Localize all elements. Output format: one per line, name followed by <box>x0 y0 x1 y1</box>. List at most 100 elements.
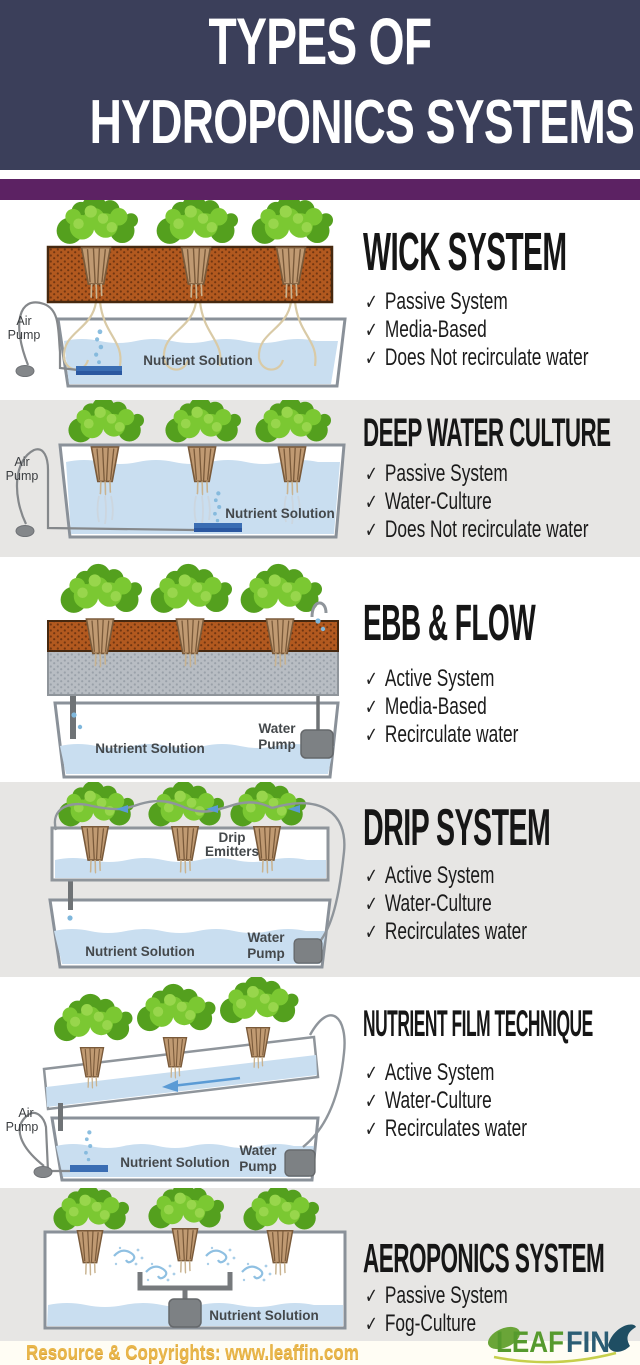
plant-icon <box>255 400 331 443</box>
feature-text: Recirculates water <box>384 1115 528 1142</box>
section-ebb-and-flow: Nutrient Solution Water Pump EBB & FLOW … <box>0 557 640 782</box>
water-drop <box>77 724 83 730</box>
plant-icon <box>54 993 133 1042</box>
feature-list: ✓Passive System ✓Fog-Culture <box>365 1282 563 1338</box>
ebb-info: EBB & FLOW ✓Active System ✓Media-Based ✓… <box>363 557 640 782</box>
feature-item: ✓Does Not recirculate water <box>365 516 588 544</box>
water-pump-label: Pump <box>247 946 285 961</box>
section-title: DEEP WATER CULTURE <box>363 411 611 455</box>
feature-text: Media-Based <box>384 693 487 720</box>
flood-table-layer <box>47 650 339 696</box>
page-header: TYPES OF HYDROPONICS SYSTEMS <box>0 0 640 170</box>
water-pump-icon <box>168 1298 202 1328</box>
feature-item: ✓Active System <box>365 862 527 890</box>
air-pump-label: Pump <box>6 469 39 483</box>
water-drop <box>71 712 77 718</box>
drip-info: DRIP SYSTEM ✓Active System ✓Water-Cultur… <box>363 782 640 977</box>
section-drip-system: Drip Emitters Nutrient Solution Water Pu… <box>0 782 640 977</box>
feature-text: Does Not recirculate water <box>384 344 589 371</box>
pump-tube <box>271 802 346 941</box>
feature-item: ✓Recirculate water <box>365 721 518 749</box>
section-title: DRIP SYSTEM <box>363 799 551 857</box>
feature-list: ✓ Active System ✓Water-Culture ✓ Recircula… <box>365 1059 590 1143</box>
feature-text: Fog-Culture <box>384 1310 477 1337</box>
feature-text: Media-Based <box>384 316 487 343</box>
air-stone-base <box>76 371 122 375</box>
feature-text: Water-Culture <box>384 890 492 917</box>
check-icon: ✓ <box>365 668 378 691</box>
air-pump-icon <box>15 365 35 377</box>
section-aeroponics-system: Nutrient Solution AEROPONICS SYSTEM ✓Pas… <box>0 1188 640 1341</box>
section-title: NUTRIENT FILM TECHNIQUE <box>363 1003 593 1044</box>
section-title: AEROPONICS SYSTEM <box>363 1235 605 1281</box>
check-icon: ✓ <box>365 921 378 944</box>
feature-item: ✓ Media-Based <box>365 693 518 721</box>
plant-icon <box>150 563 232 613</box>
plant-icon <box>156 200 238 244</box>
nft-info: NUTRIENT FILM TECHNIQUE ✓ Active System ✓… <box>363 977 640 1188</box>
feature-item: ✓Passive System <box>365 460 588 488</box>
plant-icon <box>220 977 299 1024</box>
water-drop <box>67 915 73 921</box>
plant-icon <box>243 1188 319 1231</box>
air-pump-label: Pump <box>6 1120 39 1134</box>
feature-item: ✓ Active System <box>365 1059 527 1087</box>
check-icon: ✓ <box>365 291 378 314</box>
nutrient-solution-label: Nutrient Solution <box>225 506 334 521</box>
feature-list: ✓Passive System ✓Water-Culture ✓Does Not… <box>365 460 640 544</box>
check-icon: ✓ <box>365 1118 378 1141</box>
nutrient-solution-water <box>56 1144 314 1177</box>
plant-icon <box>251 200 333 244</box>
check-icon: ✓ <box>365 347 378 370</box>
water-pump-icon <box>300 729 334 759</box>
feature-text: Active System <box>384 665 495 692</box>
aero-info: AEROPONICS SYSTEM ✓Passive System ✓Fog-C… <box>363 1188 640 1341</box>
logo-underline <box>493 1351 617 1364</box>
fish-tail-icon <box>608 1324 636 1352</box>
air-tube <box>18 1111 70 1173</box>
feature-text: Recirculate water <box>384 721 519 748</box>
feature-item: ✓Passive System <box>365 288 588 316</box>
feature-text: Water-Culture <box>384 488 492 515</box>
feature-text: Active System <box>384 862 495 889</box>
air-pump-icon <box>15 525 35 537</box>
nutrient-solution-label: Nutrient Solution <box>95 741 204 756</box>
water-pump-label: Water <box>247 930 285 945</box>
check-icon: ✓ <box>365 1062 378 1085</box>
accent-bar <box>0 179 640 200</box>
nutrient-solution-label: Nutrient Solution <box>209 1308 318 1323</box>
air-stone <box>76 366 122 373</box>
water-pump-label: Pump <box>239 1159 277 1174</box>
nutrient-solution-label: Nutrient Solution <box>120 1155 229 1170</box>
check-icon: ✓ <box>365 893 378 916</box>
feature-text: Active System <box>384 1059 495 1086</box>
air-stone <box>194 523 242 531</box>
air-tube <box>15 448 195 532</box>
feature-item: ✓Water-Culture <box>365 488 588 516</box>
check-icon: ✓ <box>365 1090 378 1113</box>
logo-text-leaf: LEAF <box>496 1326 564 1359</box>
channel-water-film <box>46 1055 317 1107</box>
dwc-info: DEEP WATER CULTURE ✓Passive System ✓Wate… <box>363 400 640 557</box>
plant-icon <box>137 983 216 1032</box>
leaf-icon <box>487 1326 521 1350</box>
feature-item: ✓Water-Culture <box>365 1087 527 1115</box>
plant-icon <box>53 1188 129 1231</box>
leaffin-logo-graphic: LEAF FIN <box>487 1324 636 1364</box>
water-pump-icon <box>293 938 323 964</box>
drain-pipe <box>68 880 73 910</box>
water-pump-label: Pump <box>258 737 296 752</box>
air-pump-label: Pump <box>8 328 41 342</box>
flow-arrow <box>162 1076 241 1092</box>
copyright-credit: Resource & Copyrights: www.leaffin.com <box>26 1342 359 1364</box>
feature-item: ✓Fog-Culture <box>365 1310 508 1338</box>
logo-text-fin: FIN <box>566 1326 610 1359</box>
water-drop <box>320 626 326 632</box>
feature-text: Passive System <box>384 1282 508 1309</box>
water-pump-label: Water <box>258 721 296 736</box>
plant-icon <box>240 563 322 613</box>
feature-item: ✓Media-Based <box>365 316 588 344</box>
pump-tube <box>302 1014 346 1148</box>
check-icon: ✓ <box>365 696 378 719</box>
plant-icon <box>68 400 144 443</box>
